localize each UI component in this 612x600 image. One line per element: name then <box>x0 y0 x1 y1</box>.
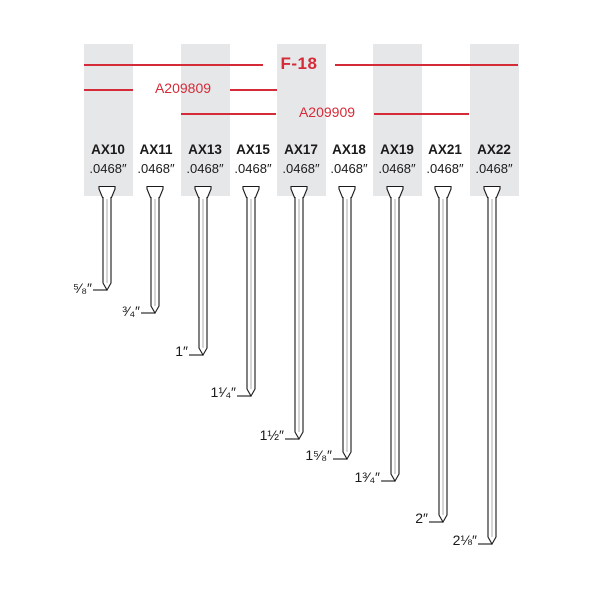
gauge-label-ax18: .0468″ <box>330 161 368 176</box>
f18-tool-label: F-18 <box>280 54 318 73</box>
column-bg-ax17 <box>277 44 326 196</box>
f18-range-line-left <box>84 64 263 66</box>
model-label-ax18: AX18 <box>332 142 366 157</box>
length-label-ax10: ⁵⁄₈″ <box>73 280 92 296</box>
model-label-ax17: AX17 <box>284 142 318 157</box>
a209909-range-line-right <box>374 113 469 115</box>
gauge-label-ax15: .0468″ <box>234 161 272 176</box>
model-label-ax15: AX15 <box>236 142 270 157</box>
model-label-ax13: AX13 <box>188 142 222 157</box>
model-label-ax21: AX21 <box>428 142 462 157</box>
gauge-label-ax22: .0468″ <box>475 161 513 176</box>
column-bg-ax19 <box>373 44 422 196</box>
gauge-label-ax13: .0468″ <box>186 161 224 176</box>
a209809-tool-label: A209809 <box>154 80 212 96</box>
gauge-label-ax19: .0468″ <box>378 161 416 176</box>
nail-ax11-icon <box>141 186 164 315</box>
nail-ax19-icon <box>381 186 404 483</box>
length-label-ax22: 2⅛″ <box>452 532 477 548</box>
f18-range-line-right <box>335 64 518 66</box>
column-bg-ax22 <box>470 44 519 196</box>
nail-ax21-icon <box>429 186 452 524</box>
model-label-ax22: AX22 <box>477 142 511 157</box>
length-label-ax15: 1¹⁄₄″ <box>210 384 236 400</box>
column-bg-ax13 <box>181 44 230 196</box>
length-label-ax13: 1″ <box>175 343 188 359</box>
length-label-ax19: 1³⁄₄″ <box>354 469 380 485</box>
nail-ax15-icon <box>237 186 260 398</box>
gauge-label-ax10: .0468″ <box>89 161 127 176</box>
model-label-ax19: AX19 <box>380 142 414 157</box>
a209909-tool-label: A209909 <box>298 104 356 120</box>
nail-ax18-icon <box>333 186 356 461</box>
a209909-range-line-left <box>181 113 276 115</box>
gauge-label-ax17: .0468″ <box>282 161 320 176</box>
gauge-label-ax21: .0468″ <box>426 161 464 176</box>
a209809-range-line-right <box>230 89 277 91</box>
nail-ax22-icon <box>478 186 501 546</box>
length-label-ax21: 2″ <box>415 510 428 526</box>
model-label-ax10: AX10 <box>91 142 125 157</box>
nail-ax17-icon <box>285 186 308 441</box>
length-label-ax18: 1⁵⁄₈″ <box>305 447 332 463</box>
nail-ax13-icon <box>189 186 212 357</box>
gauge-label-ax11: .0468″ <box>137 161 175 176</box>
nail-ax10-icon <box>93 186 116 292</box>
length-label-ax11: ³⁄₄″ <box>122 303 140 319</box>
column-bg-ax10 <box>84 44 133 196</box>
a209809-range-line-left <box>84 89 133 91</box>
model-label-ax11: AX11 <box>139 142 173 157</box>
length-label-ax17: 1½″ <box>259 427 284 443</box>
